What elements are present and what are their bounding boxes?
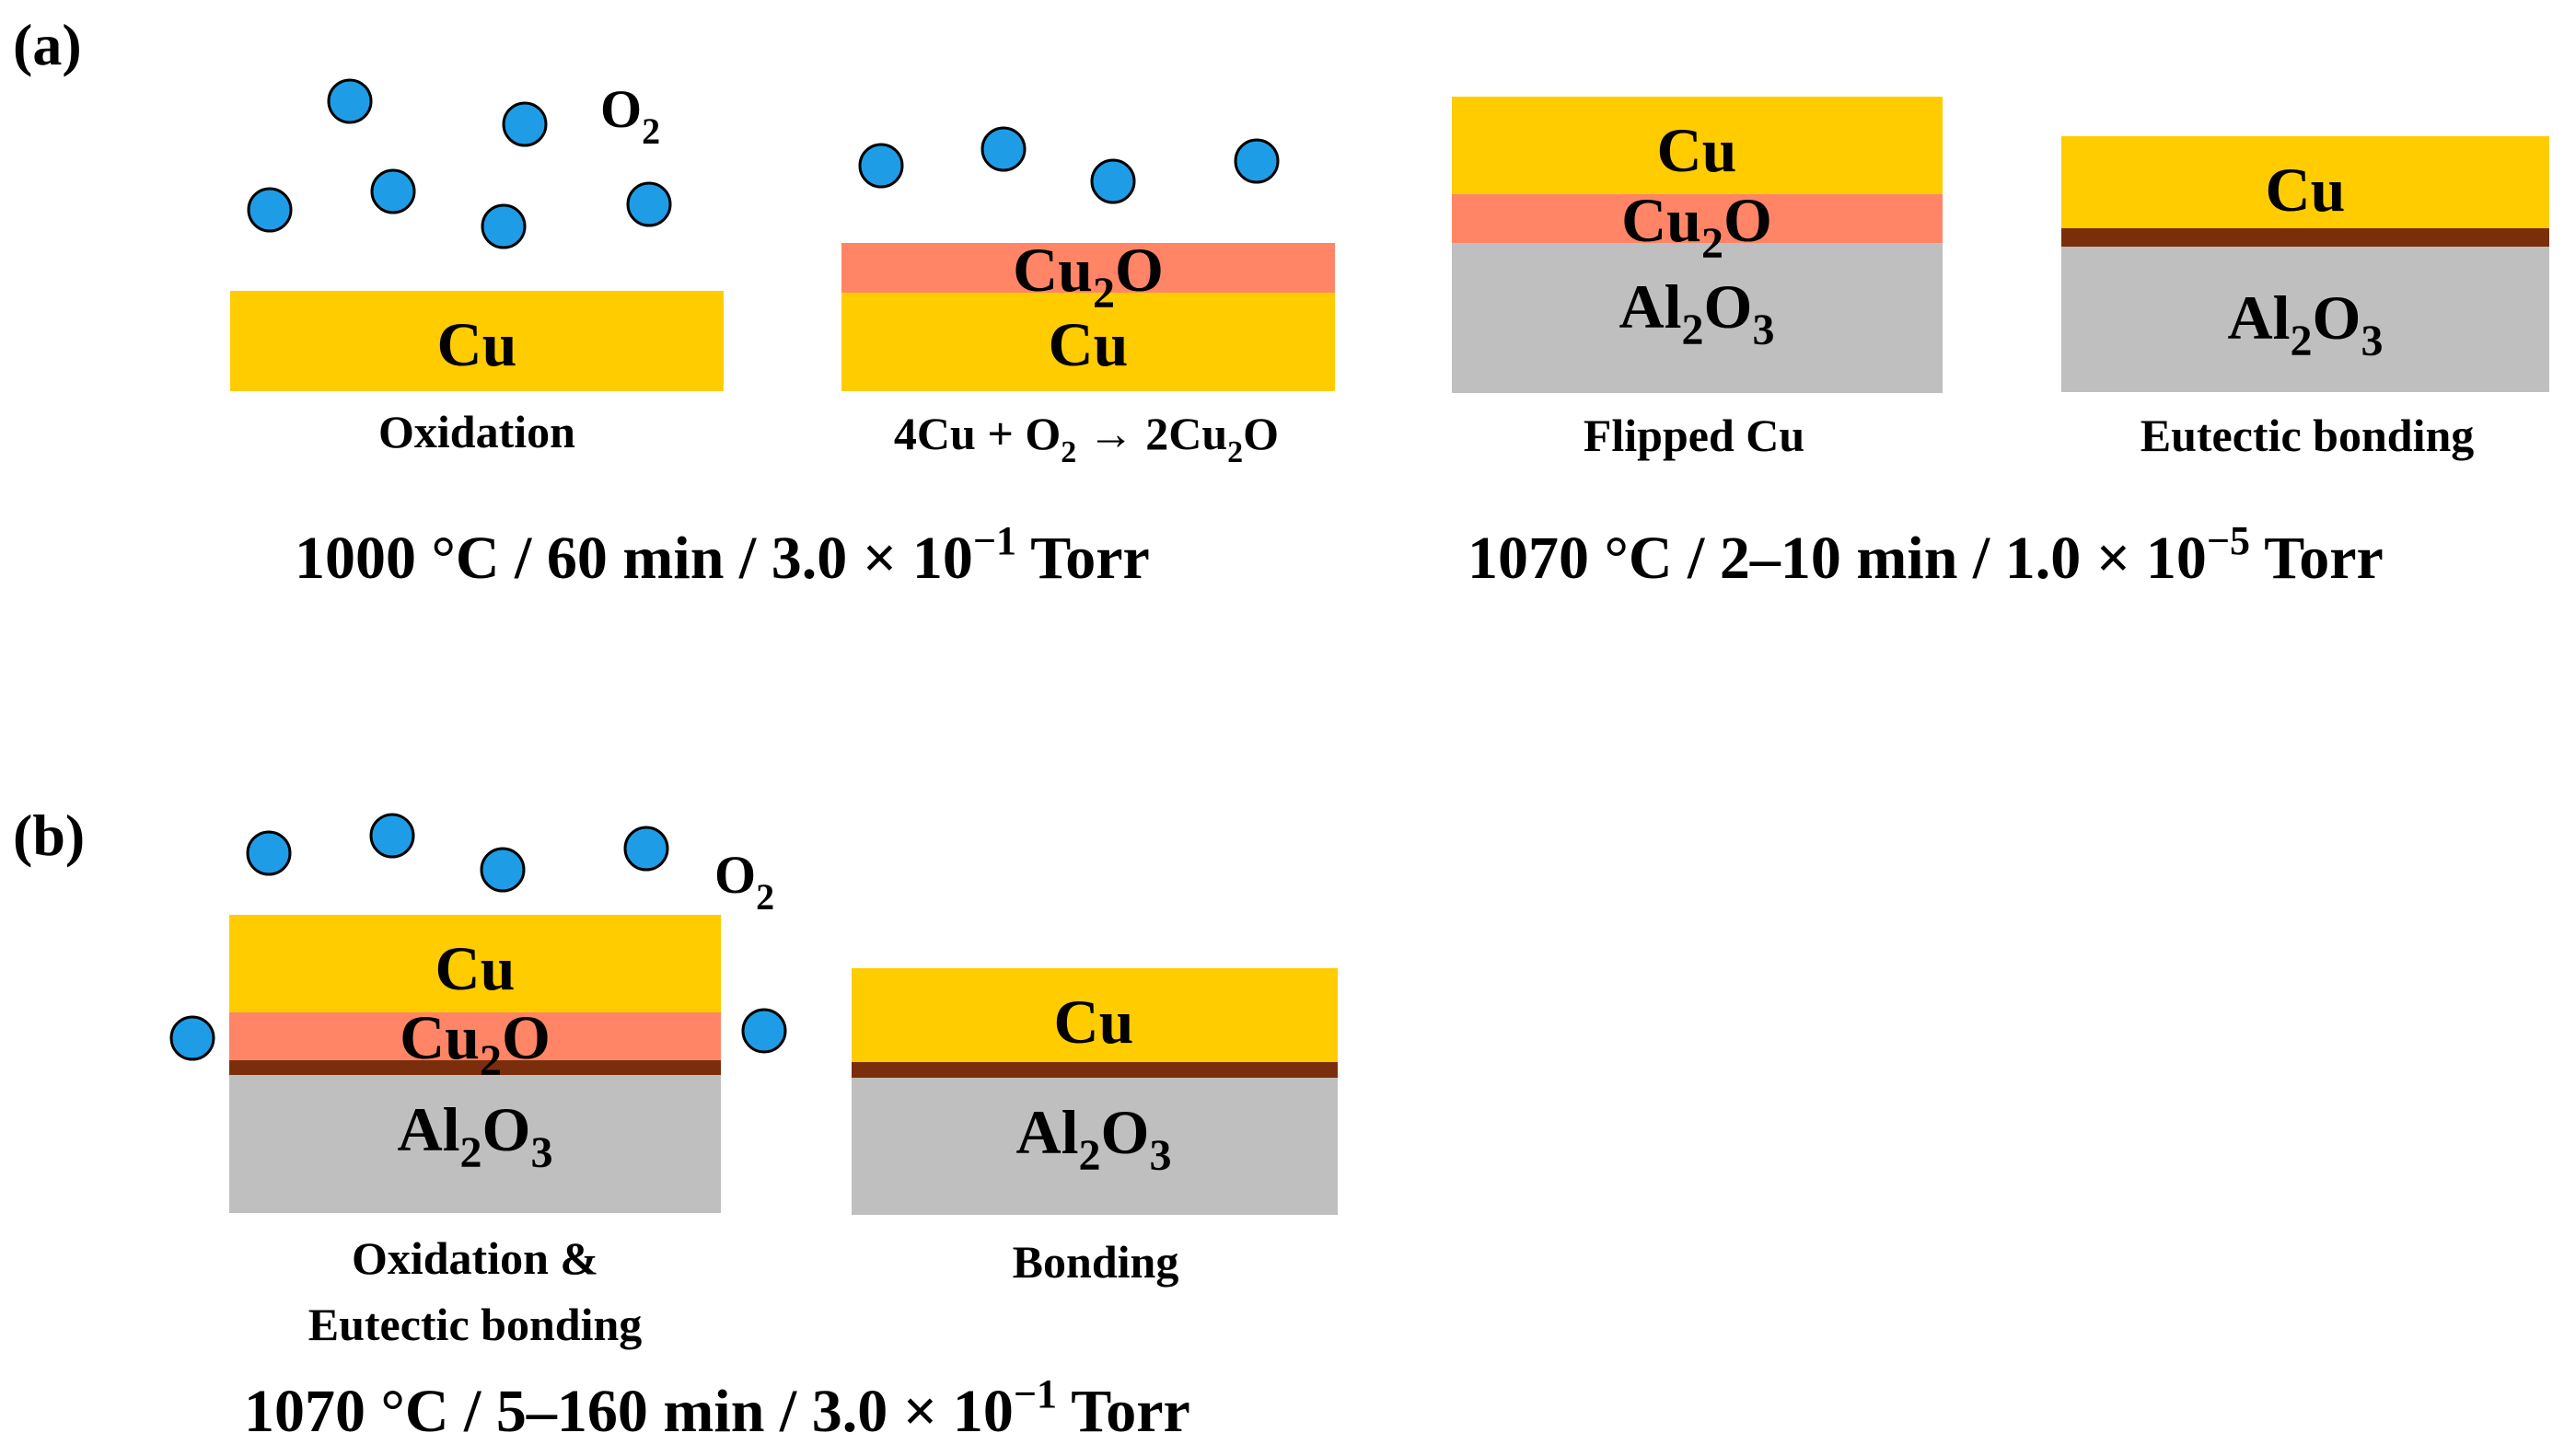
eutectic-layer — [2061, 228, 2549, 247]
o2-molecule — [480, 847, 526, 893]
al2o3-substrate — [1452, 243, 1943, 393]
cu2o-layer — [1452, 194, 1943, 243]
cu2o-layer-label: Cu2O — [400, 1002, 551, 1085]
cu2o-layer — [841, 243, 1335, 293]
o2-molecule — [623, 826, 669, 872]
al2o3-substrate — [2061, 247, 2549, 392]
reaction-caption: 4Cu + O2 → 2Cu2O — [894, 408, 1279, 469]
o2-molecule — [1234, 138, 1280, 184]
o2-molecule — [741, 1008, 787, 1054]
step-b2-bonding: Cu Al2O3 Bonding — [852, 968, 1338, 1288]
o2-molecule — [327, 78, 373, 124]
cu-layer-label: Cu — [435, 933, 516, 1003]
step-b1-oxidation-eutectic: O2 Cu Cu2O Al2O3 Oxidation & Eutectic bo… — [169, 813, 787, 1350]
o2-label: O2 — [600, 79, 660, 152]
cu2o-layer — [229, 1012, 721, 1060]
o2-molecule — [247, 187, 293, 233]
panel-b-label: (b) — [13, 803, 85, 868]
o2-molecule — [169, 1015, 215, 1061]
o2-molecule — [980, 126, 1027, 172]
eutectic-layer — [229, 1060, 721, 1075]
al2o3-label: Al2O3 — [398, 1094, 553, 1177]
cu-layer — [2061, 136, 2549, 228]
cu-layer-label: Cu — [1054, 987, 1134, 1057]
eutectic-layer — [852, 1062, 1338, 1078]
o2-label: O2 — [714, 845, 774, 918]
al2o3-substrate — [229, 1075, 721, 1213]
cu-layer-label: Cu — [1657, 115, 1737, 185]
condition-bonding: 1070 °C / 2–10 min / 1.0 × 10−5 Torr — [1468, 518, 2384, 592]
o2-molecule — [370, 168, 416, 214]
cu-layer-label: Cu — [437, 309, 517, 379]
step-a4-eutectic-bonding: Cu Al2O3 Eutectic bonding — [2061, 136, 2549, 461]
step-caption-line1: Oxidation & — [352, 1232, 598, 1284]
o2-molecule — [369, 813, 415, 859]
cu2o-layer-label: Cu2O — [1621, 185, 1772, 268]
cu-layer — [1452, 97, 1943, 194]
cu-layer-label: Cu — [2266, 155, 2346, 225]
condition-single-step: 1070 °C / 5–160 min / 3.0 × 10−1 Torr — [244, 1371, 1190, 1445]
step-caption: Bonding — [1013, 1236, 1179, 1288]
o2-molecule — [246, 830, 292, 876]
panel-a-label: (a) — [13, 12, 82, 77]
step-a3-flipped-cu: Cu Cu2O Al2O3 Flipped Cu — [1452, 97, 1943, 461]
o2-molecule — [502, 101, 548, 147]
al2o3-label: Al2O3 — [2228, 283, 2384, 365]
cu2o-layer-label: Cu2O — [1013, 235, 1164, 318]
step-a2-cu2o-formation: Cu2O Cu 4Cu + O2 → 2Cu2O — [841, 126, 1335, 469]
o2-molecule — [858, 143, 904, 189]
al2o3-substrate — [852, 1078, 1338, 1215]
step-caption: Eutectic bonding — [2141, 410, 2475, 461]
step-caption: Oxidation — [378, 406, 575, 457]
o2-molecule — [626, 181, 672, 227]
al2o3-label: Al2O3 — [1619, 272, 1775, 354]
cu-layer — [852, 968, 1338, 1062]
o2-molecule — [1090, 158, 1136, 204]
al2o3-label: Al2O3 — [1016, 1097, 1172, 1180]
cu-layer — [230, 291, 724, 391]
cu-layer — [229, 915, 721, 1012]
step-caption: Flipped Cu — [1584, 410, 1804, 461]
step-caption-line2: Eutectic bonding — [308, 1299, 643, 1350]
o2-molecule — [481, 203, 527, 249]
step-a1-oxidation: O2 Cu Oxidation — [230, 78, 724, 457]
cu-layer — [841, 293, 1335, 391]
cu-layer-label: Cu — [1049, 309, 1129, 379]
condition-oxidation: 1000 °C / 60 min / 3.0 × 10−1 Torr — [295, 518, 1150, 592]
